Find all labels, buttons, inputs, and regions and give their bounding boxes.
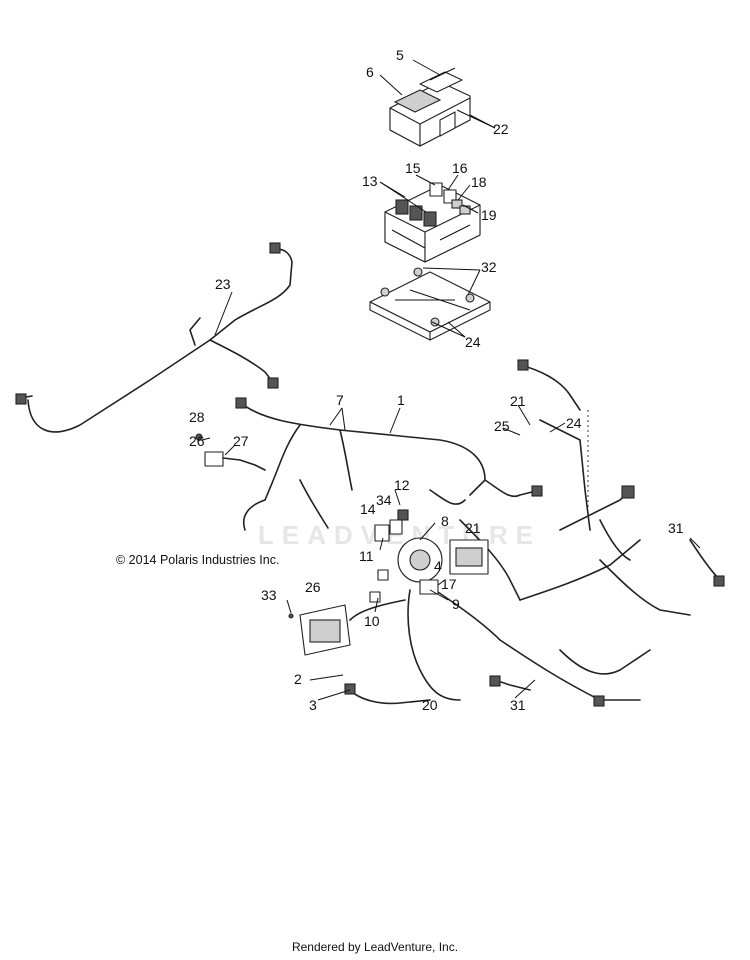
callout-30: 28 <box>189 409 205 425</box>
callout-2: 2 <box>294 671 302 687</box>
callout-32: 32 <box>481 259 497 275</box>
callout-28: 26 <box>189 433 205 449</box>
callout-29: 27 <box>233 433 249 449</box>
callout-24: 24 <box>566 415 582 431</box>
callout-19: 19 <box>481 207 497 223</box>
callout-21-lower: 21 <box>465 520 481 536</box>
callout-6: 6 <box>366 64 374 80</box>
callout-15: 15 <box>405 160 421 176</box>
relay-cluster[interactable] <box>369 509 489 603</box>
callout-31-right: 31 <box>668 520 684 536</box>
callout-33: 33 <box>261 587 277 603</box>
callout-3: 3 <box>309 697 317 713</box>
fuse-box-cover[interactable] <box>389 67 471 147</box>
callout-26: 24 <box>465 334 481 350</box>
ecu-module[interactable] <box>288 604 351 656</box>
rear-harness[interactable] <box>15 242 293 433</box>
callout-20: 20 <box>422 697 438 713</box>
callout-10: 10 <box>364 613 380 629</box>
callout-18: 18 <box>471 174 487 190</box>
callout-13: 13 <box>362 173 378 189</box>
callout-labels: 5 6 22 13 15 16 18 19 32 24 23 7 1 21 25… <box>189 47 684 713</box>
callout-22: 22 <box>493 121 509 137</box>
callout-21-upper: 21 <box>510 393 526 409</box>
callout-34: 34 <box>376 492 392 508</box>
callout-4: 4 <box>434 558 442 574</box>
callout-31-bottom: 31 <box>510 697 526 713</box>
harness-clip-assembly[interactable] <box>195 433 266 471</box>
copyright-notice: © 2014 Polaris Industries Inc. <box>116 553 280 567</box>
callout-27: 26 <box>305 579 321 595</box>
callout-16: 16 <box>452 160 468 176</box>
callout-12: 12 <box>394 477 410 493</box>
mounting-plate[interactable] <box>369 267 491 341</box>
callout-5: 5 <box>396 47 404 63</box>
rendered-by-footer: Rendered by LeadVenture, Inc. <box>291 940 459 954</box>
callout-7: 7 <box>336 392 344 408</box>
callout-11: 11 <box>359 548 374 564</box>
callout-9: 9 <box>452 596 460 612</box>
callout-1: 1 <box>397 392 405 408</box>
callout-25: 25 <box>494 418 510 434</box>
main-harness[interactable] <box>235 359 725 707</box>
callout-23: 23 <box>215 276 231 292</box>
fuse-relay-block[interactable] <box>384 182 481 263</box>
leader-lines <box>201 59 701 703</box>
callout-14: 14 <box>360 501 376 517</box>
callout-8: 8 <box>441 513 449 529</box>
callout-17: 17 <box>441 576 457 592</box>
